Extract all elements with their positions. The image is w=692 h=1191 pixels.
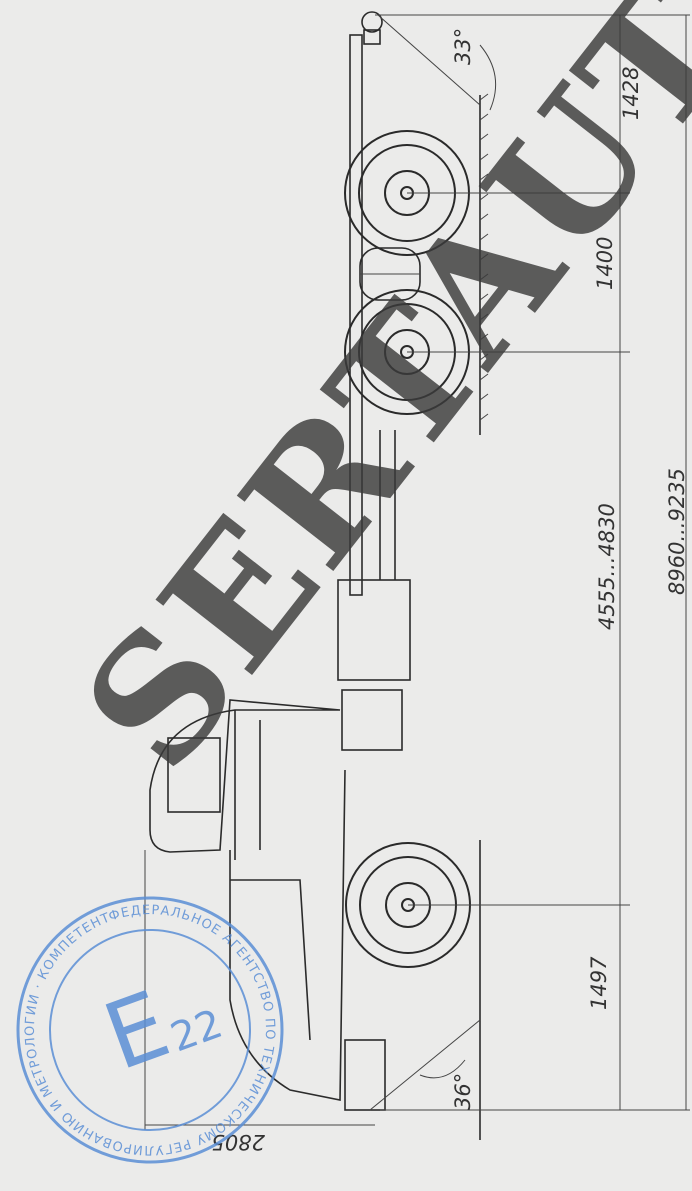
ground-line [479,93,489,1140]
dimension-lines [144,14,690,1130]
departure-angle-label: 33° [451,28,475,65]
dim-wheelbase: 4555...4830 [595,503,619,630]
dim-overall-length: 8960...9235 [665,468,689,595]
watermark: SERTAUTO [45,0,692,805]
cab [149,699,341,860]
approach-angle-label: 36° [451,1073,475,1110]
dim-front-overhang: 1497 [587,956,611,1010]
dim-bogie-spacing: 1400 [593,237,617,290]
chassis-frame [337,34,411,751]
hood [229,769,386,1111]
departure-angle-arc [377,14,497,111]
certification-stamp: ФЕДЕРАЛЬНОЕ АГЕНТСТВО ПО ТЕХНИЧЕСКОМУ РЕ… [0,867,313,1191]
tow-hitch [361,11,383,45]
approach-angle-arc [369,1019,481,1111]
dim-rear-overhang: 1428 [619,67,643,120]
rear-suspension [359,247,421,301]
